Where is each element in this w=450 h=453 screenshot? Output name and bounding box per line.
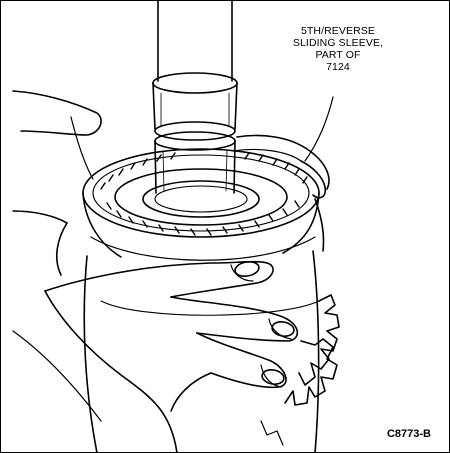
sliding-sleeve (82, 148, 320, 261)
callout-line-4: 7124 (326, 61, 350, 73)
part-callout: 5TH/REVERSE SLIDING SLEEVE, PART OF 7124 (263, 25, 413, 73)
left-hand-upper (12, 90, 102, 276)
callout-line-2: SLIDING SLEEVE, (292, 37, 384, 49)
left-hand-lower (12, 260, 299, 452)
shaft (152, 1, 238, 194)
callout-line-3: PART OF (315, 49, 361, 61)
callout-leader-line (304, 96, 334, 162)
figure-code: C8773-B (386, 428, 431, 440)
callout-line-1: 5TH/REVERSE (300, 25, 376, 37)
right-hand-upper (232, 134, 330, 252)
gear-housing (83, 250, 340, 452)
